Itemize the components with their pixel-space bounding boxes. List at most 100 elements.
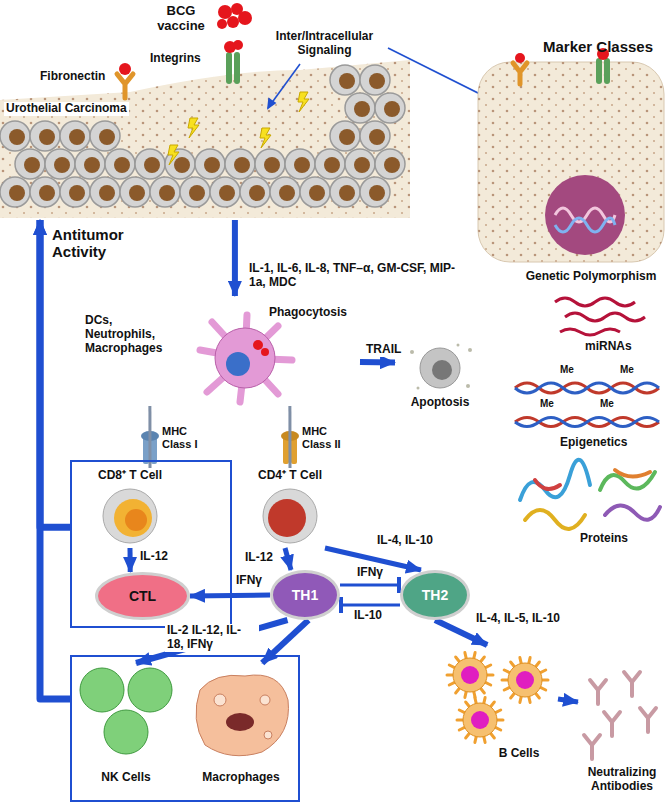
b-cell <box>508 663 542 697</box>
tumor-cell <box>15 149 45 179</box>
tumor-cell <box>9 129 25 145</box>
edge-label: IL-4, IL-5, IL-10 <box>474 612 562 626</box>
arrow-connector <box>558 699 578 702</box>
text-label: Genetic Polymorphism <box>515 270 667 284</box>
macrophage <box>260 695 270 705</box>
text-label: Me <box>620 364 644 376</box>
tumor-cell <box>255 149 285 179</box>
group-box: CD8⁺ T CellCTL <box>70 460 232 628</box>
node-text: CD4⁺ T Cell <box>240 469 340 483</box>
dendritic-cell <box>200 315 292 402</box>
inhibition-connector <box>340 604 400 607</box>
edge-label: IL-12 <box>138 550 170 564</box>
marker-cell <box>555 218 615 232</box>
tumor-cell <box>225 149 255 179</box>
tumor-cell <box>69 129 85 145</box>
arrow-connector <box>288 406 291 468</box>
th2-cell: TH2 <box>400 570 470 620</box>
b-cells-node: B Cells <box>440 645 558 765</box>
tumor-cell <box>300 177 330 207</box>
tumor-cell <box>330 177 360 207</box>
tumor-cell <box>369 185 385 201</box>
edge-label: IL-1, IL-6, IL-8, TNF–α, GM-CSF, MIP-1a,… <box>247 262 466 290</box>
tumor-cell <box>360 177 390 207</box>
tumor-cell <box>270 177 300 207</box>
tumor-cell <box>39 129 55 145</box>
integrin-receptor <box>224 40 243 84</box>
tumor-cell <box>285 149 315 179</box>
mirna-strand <box>565 313 645 321</box>
macrophage-node: Macrophages <box>188 663 294 793</box>
edge-label: IL-2 IL-12, IL-18, IFNγ <box>165 624 259 652</box>
t-cell: CD4⁺ T Cell <box>240 468 340 548</box>
bcg-particles <box>227 16 239 28</box>
mirna-strand <box>560 329 620 335</box>
group-box: NK CellsMacrophages <box>70 655 300 802</box>
integrin-receptor <box>234 52 240 84</box>
tumor-cell <box>105 149 135 179</box>
tumor-cell <box>279 185 295 201</box>
cd4-t-cell <box>268 499 306 537</box>
tumor-cell <box>210 177 240 207</box>
signal-bolt <box>298 92 309 112</box>
edge-label: IL-10 <box>352 609 384 623</box>
tumor-cell <box>339 185 355 201</box>
protein-structure <box>535 480 560 489</box>
arrow-connector <box>285 548 291 570</box>
tumor-cell <box>159 185 175 201</box>
text-label: Epigenetics <box>560 436 650 450</box>
tumor-cell <box>99 185 115 201</box>
signal-bolt <box>188 118 199 138</box>
arrow-connector <box>128 548 133 572</box>
apoptotic-cell <box>432 360 452 380</box>
text-label: Me <box>560 364 584 376</box>
mirna-strand <box>555 298 635 306</box>
text-label: Me <box>540 398 564 410</box>
protein-structure <box>520 460 590 500</box>
tumor-cell <box>204 157 220 173</box>
tumor-cell <box>354 101 370 117</box>
arrow-connector <box>148 406 151 468</box>
tumor-cell <box>369 73 385 89</box>
text-label: Proteins <box>580 532 650 546</box>
th1-cell: TH1 <box>270 570 340 620</box>
tumor-cell <box>30 177 60 207</box>
tumor-cell <box>315 149 345 179</box>
fibronectin-receptor <box>117 74 133 98</box>
tumor-cell <box>84 157 100 173</box>
bcg-particles <box>238 11 252 25</box>
text-label: miRNAs <box>585 340 645 354</box>
antibody <box>584 672 656 759</box>
tumor-tissue <box>0 60 410 218</box>
text-label: Fibronectin <box>40 70 118 84</box>
cd4-t-cell <box>263 489 317 543</box>
tumor-cell <box>324 157 340 173</box>
tumor-cell <box>369 129 385 145</box>
tumor-cell <box>69 185 85 201</box>
nk-cell <box>80 668 124 712</box>
dendritic-cell <box>200 315 292 402</box>
cd4-t-cell <box>263 489 317 543</box>
dna-helix <box>515 383 659 427</box>
tumor-cell <box>189 185 205 201</box>
node-text: B Cells <box>480 747 558 761</box>
tumor-cell <box>294 157 310 173</box>
bcg-particles <box>217 19 227 29</box>
tumor-cell <box>360 65 390 95</box>
tumor-cell <box>330 121 360 151</box>
mirna-strand <box>555 298 645 335</box>
edge-label: IFNγ <box>234 574 264 588</box>
b-cell <box>463 703 497 737</box>
tumor-cell <box>45 149 75 179</box>
apoptosis-node: Apoptosis <box>395 340 485 420</box>
tumor-cell <box>180 177 210 207</box>
tumor-cell <box>129 185 145 201</box>
tumor-cell <box>120 177 150 207</box>
node-text: Apoptosis <box>395 396 485 410</box>
b-cell <box>471 711 489 729</box>
dna-helix <box>515 383 659 393</box>
arrow-connector <box>190 595 270 596</box>
text-label: Inter/Intracellular Signaling <box>262 30 387 58</box>
tumor-cell <box>135 149 165 179</box>
marker-cell <box>604 58 610 84</box>
